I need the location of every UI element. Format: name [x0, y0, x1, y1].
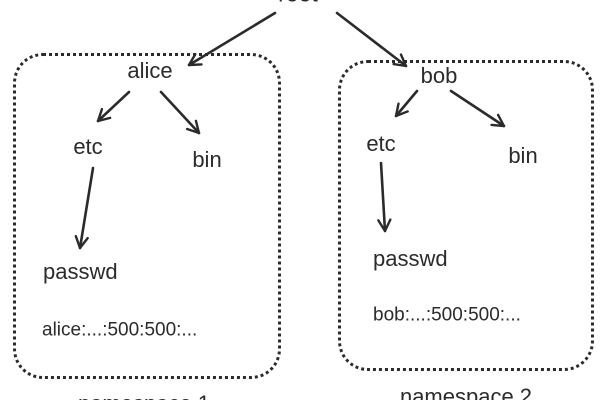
node-label-alice: alice: [127, 58, 173, 83]
arrow-etc-to-passwd-right: [377, 161, 392, 233]
arrow-bob-to-etc: [394, 89, 419, 118]
node-label-bin-right: bin: [508, 143, 538, 168]
node-label-passwd-left: passwd: [43, 259, 118, 284]
passwd-content-right: bob:...:500:500:...: [373, 304, 521, 326]
passwd-content-left: alice:...:500:500:...: [42, 319, 198, 341]
caption-namespace-2: namespace 2: [399, 384, 533, 400]
arrow-root-to-alice: [187, 11, 277, 67]
arrow-etc-to-passwd-left: [74, 166, 95, 250]
node-label-passwd-right: passwd: [373, 246, 448, 271]
node-label-etc-right: etc: [366, 131, 396, 156]
arrow-root-to-bob: [335, 11, 408, 68]
node-label-etc-left: etc: [73, 134, 103, 159]
namespace-2-box: [338, 60, 594, 371]
caption-namespace-1: namespace 1: [78, 393, 210, 400]
arrow-alice-to-etc: [96, 90, 131, 123]
root-node-label: root: [278, 0, 318, 6]
namespace-1-box: [13, 53, 281, 379]
node-label-bin-left: bin: [192, 147, 222, 172]
arrow-alice-to-bin: [159, 90, 201, 135]
arrow-bob-to-bin: [449, 89, 506, 128]
node-label-bob: bob: [420, 63, 458, 88]
